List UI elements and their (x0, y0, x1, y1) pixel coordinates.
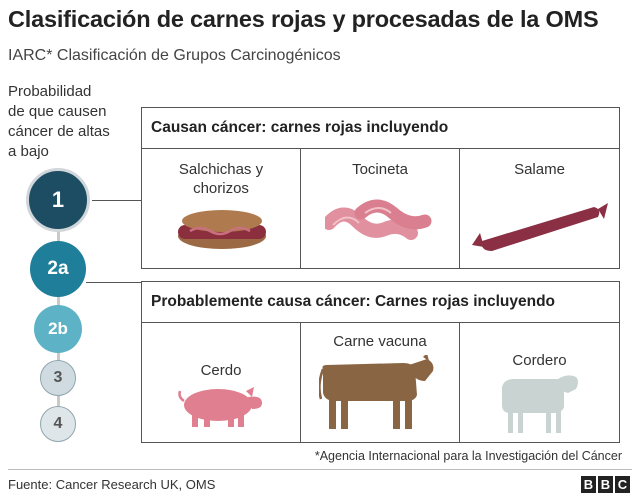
group-2b-circle: 2b (34, 305, 82, 353)
probability-label-line: a bajo (8, 143, 49, 160)
probability-label-line: cáncer de altas (8, 123, 110, 140)
item-salami: Salame (460, 149, 619, 268)
group-1-panel: Causan cáncer: carnes rojas incluyendo S… (141, 107, 620, 269)
item-label-line: Cerdo (200, 362, 242, 379)
source-credit: Fuente: Cancer Research UK, OMS (8, 477, 216, 492)
bbc-logo: B B C (581, 476, 630, 493)
page-subtitle: IARC* Clasificación de Grupos Carcinogén… (8, 47, 341, 64)
probability-label: Probabilidad de que causen cáncer de alt… (8, 82, 128, 162)
item-label-line: Salame (514, 161, 565, 178)
group-1-connector (92, 200, 141, 201)
item-label: Cordero (460, 351, 619, 370)
item-sausages: Salchichas y chorizos (142, 149, 301, 268)
pig-icon (178, 387, 262, 427)
cow-icon (319, 355, 434, 429)
page-title: Clasificación de carnes rojas y procesad… (8, 6, 599, 32)
group-2a-circle: 2a (30, 241, 86, 297)
footer-divider (8, 469, 632, 470)
footnote: *Agencia Internacional para la Investiga… (314, 449, 622, 463)
bbc-logo-letter: C (615, 476, 630, 493)
item-pork: Cerdo (142, 323, 301, 442)
sausage-icon (178, 210, 266, 249)
item-label: Salame (460, 160, 619, 179)
sheep-icon (502, 375, 578, 433)
group-2a-connector (86, 282, 141, 283)
item-label: Tocineta (301, 160, 459, 179)
item-label: Cerdo (142, 361, 300, 380)
probability-label-line: de que causen (8, 103, 107, 120)
item-label-line: Salchichas y (178, 161, 264, 178)
bbc-logo-letter: B (598, 476, 613, 493)
bbc-logo-letter: B (581, 476, 596, 493)
item-label: Carne vacuna (301, 332, 459, 351)
item-label-line: Carne vacuna (333, 333, 427, 350)
item-label-line: Cordero (512, 352, 567, 369)
group-1-circle: 1 (26, 168, 90, 232)
group-2a-heading: Probablemente causa cáncer: Carnes rojas… (142, 282, 619, 323)
probability-label-line: Probabilidad (8, 83, 92, 100)
item-label: Salchichas y chorizos (142, 160, 300, 198)
group-4-circle: 4 (40, 406, 76, 442)
bacon-icon (325, 199, 432, 240)
salami-icon (472, 203, 608, 251)
group-3-circle: 3 (40, 360, 76, 396)
item-beef: Carne vacuna (301, 323, 460, 442)
group-1-heading: Causan cáncer: carnes rojas incluyendo (142, 108, 619, 149)
group-2a-panel: Probablemente causa cáncer: Carnes rojas… (141, 281, 620, 443)
item-label-line: chorizos (193, 180, 249, 197)
item-label-line: Tocineta (352, 161, 408, 178)
item-lamb: Cordero (460, 323, 619, 442)
item-bacon: Tocineta (301, 149, 460, 268)
